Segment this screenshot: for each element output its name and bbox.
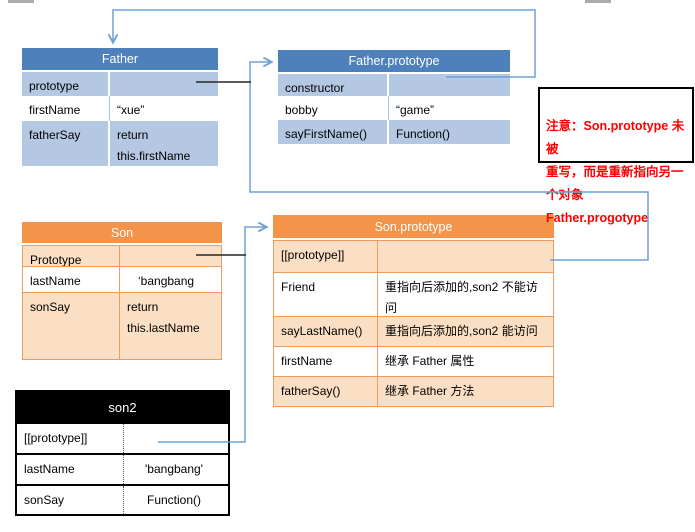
table-row: fatherSay return this.firstName bbox=[22, 121, 218, 166]
cell-value bbox=[389, 74, 510, 96]
cell-value: 继承 Father 属性 bbox=[378, 347, 554, 377]
cell-key: sayFirstName() bbox=[278, 120, 389, 144]
cell-key: lastName bbox=[22, 267, 120, 293]
cell-value: 重指向后添加的,son2 能访问 bbox=[378, 317, 554, 347]
cell-value: ‘bangbang bbox=[120, 267, 222, 293]
cell-value: “xue” bbox=[117, 103, 145, 117]
table-row: fatherSay() 继承 Father 方法 bbox=[273, 377, 554, 407]
cell-value: 'bangbang' bbox=[145, 462, 203, 476]
cell-key: prototype bbox=[22, 72, 110, 96]
table-row: lastName ‘bangbang bbox=[22, 267, 222, 293]
table-row: sayLastName() 重指向后添加的,son2 能访问 bbox=[273, 317, 554, 347]
top-left-artifact bbox=[8, 0, 34, 3]
cell-value: 重指向后添加的,son2 不能访问 bbox=[378, 273, 554, 317]
cell-value bbox=[124, 424, 228, 453]
son2-table-title: son2 bbox=[17, 392, 228, 422]
cell-key: bobby bbox=[278, 96, 389, 120]
son2-table: son2 [[prototype]] lastName 'bangbang' s… bbox=[15, 390, 230, 516]
cell-key: fatherSay() bbox=[273, 377, 378, 407]
cell-value: “game” bbox=[396, 103, 435, 117]
table-row: firstName 继承 Father 属性 bbox=[273, 347, 554, 377]
cell-key: Prototype bbox=[22, 245, 120, 267]
cell-key: lastName bbox=[17, 455, 124, 484]
note-box: 注意：Son.prototype 未被 重写，而是重新指向另一 个对象 Fath… bbox=[538, 87, 694, 225]
father-prototype-table-title: Father.prototype bbox=[278, 50, 510, 72]
cell-value: Function() bbox=[396, 127, 451, 141]
table-row: lastName 'bangbang' bbox=[17, 453, 228, 484]
cell-key: fatherSay bbox=[22, 121, 110, 166]
table-row: Prototype bbox=[22, 245, 222, 267]
cell-value: return this.lastName bbox=[120, 293, 222, 360]
cell-value: Function() bbox=[146, 493, 202, 507]
table-row: [[prototype]] bbox=[17, 422, 228, 453]
son-prototype-table: Son.prototype [[prototype]] Friend 重指向后添… bbox=[273, 215, 554, 407]
table-row: prototype bbox=[22, 72, 218, 96]
father-table-title: Father bbox=[22, 48, 218, 70]
table-row: sayFirstName() Function() bbox=[278, 120, 510, 144]
cell-key: Friend bbox=[273, 273, 378, 317]
cell-value bbox=[120, 245, 222, 267]
son-table-title: Son bbox=[22, 222, 222, 243]
cell-key: sayLastName() bbox=[273, 317, 378, 347]
cell-value: 继承 Father 方法 bbox=[378, 377, 554, 407]
table-row: [[prototype]] bbox=[273, 240, 554, 273]
son-prototype-table-title: Son.prototype bbox=[273, 215, 554, 238]
cell-key: [[prototype]] bbox=[17, 424, 124, 453]
cell-value bbox=[110, 72, 218, 96]
table-row: bobby “game” bbox=[278, 96, 510, 120]
cell-key: firstName bbox=[22, 96, 110, 121]
table-row: firstName “xue” bbox=[22, 96, 218, 121]
table-row: constructor bbox=[278, 74, 510, 96]
father-prototype-table: Father.prototype constructor bobby “game… bbox=[278, 50, 510, 144]
cell-key: sonSay bbox=[22, 293, 120, 360]
cell-key: [[prototype]] bbox=[273, 240, 378, 273]
cell-key: sonSay bbox=[17, 486, 124, 514]
table-row: sonSay return this.lastName bbox=[22, 293, 222, 360]
cell-value: return this.firstName bbox=[117, 128, 191, 163]
cell-key: firstName bbox=[273, 347, 378, 377]
cell-key: constructor bbox=[278, 74, 389, 96]
note-text: 注意：Son.prototype 未被 重写，而是重新指向另一 个对象 Fath… bbox=[546, 119, 685, 225]
cell-value bbox=[378, 240, 554, 273]
table-row: sonSay Function() bbox=[17, 484, 228, 514]
top-right-artifact bbox=[585, 0, 611, 3]
son-table: Son Prototype lastName ‘bangbang sonSay … bbox=[22, 222, 222, 360]
father-table: Father prototype firstName “xue” fatherS… bbox=[22, 48, 218, 166]
table-row: Friend 重指向后添加的,son2 不能访问 bbox=[273, 273, 554, 317]
